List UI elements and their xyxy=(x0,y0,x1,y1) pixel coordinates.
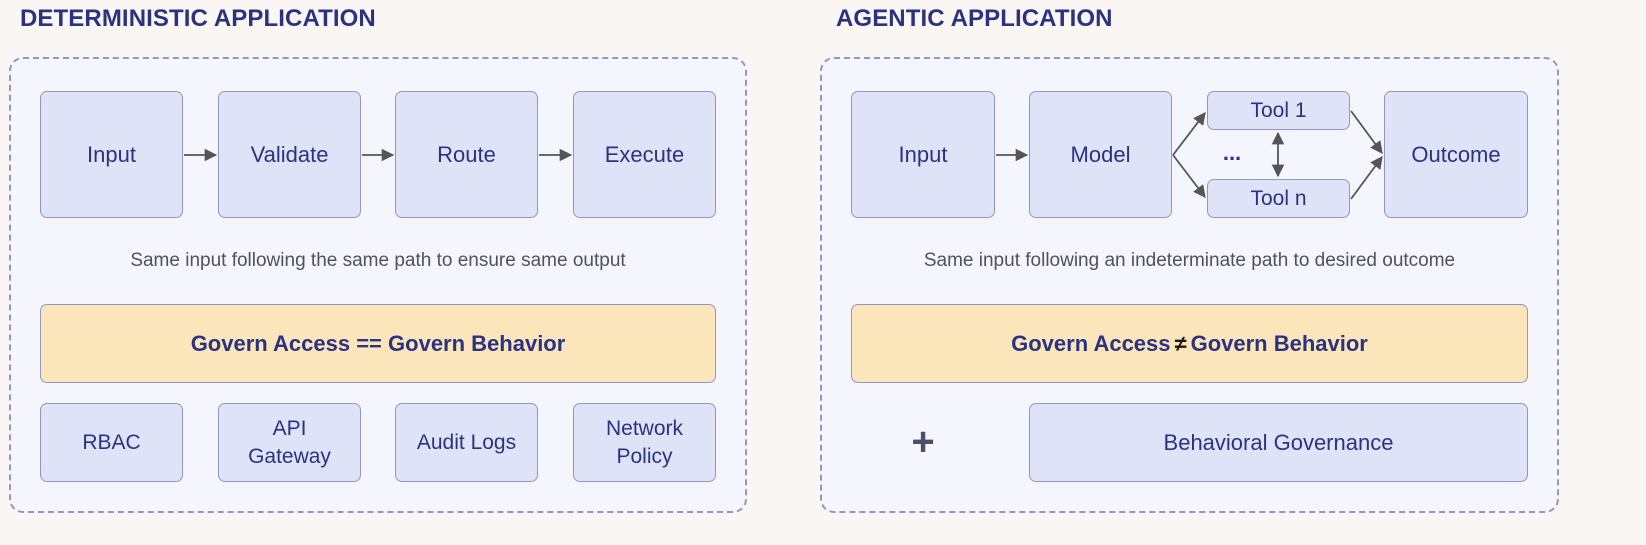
tool-n-label: Tool n xyxy=(1250,186,1307,210)
control-api-line2: Gateway xyxy=(248,444,331,468)
tool-n-box: Tool n xyxy=(1207,179,1350,218)
control-network-line2: Policy xyxy=(616,444,673,468)
flow-route-box: Route xyxy=(395,91,538,218)
control-rbac-box: RBAC xyxy=(40,403,183,482)
agent-model-box: Model xyxy=(1029,91,1172,218)
behavioral-governance-box: Behavioral Governance xyxy=(1029,403,1528,482)
flow-execute-label: Execute xyxy=(604,141,685,167)
flow-input-label: Input xyxy=(87,141,136,167)
plus-sign: + xyxy=(911,420,935,464)
agentic-heading: AGENTIC APPLICATION xyxy=(836,5,1113,32)
tool-1-box: Tool 1 xyxy=(1207,91,1350,130)
flow-route-label: Route xyxy=(437,141,496,167)
agentic-banner: Govern Access≠Govern Behavior xyxy=(851,304,1528,383)
control-api-line1: API xyxy=(272,416,307,440)
behavioral-governance-label: Behavioral Governance xyxy=(1163,429,1394,455)
agent-outcome-label: Outcome xyxy=(1411,141,1501,167)
agentic-caption: Same input following an indeterminate pa… xyxy=(923,250,1456,271)
deterministic-heading: DETERMINISTIC APPLICATION xyxy=(20,5,376,32)
deterministic-caption: Same input following the same path to en… xyxy=(130,250,626,271)
banner-access-text: Govern Access xyxy=(190,330,351,356)
tool-1-label: Tool 1 xyxy=(1250,98,1307,122)
agentic-banner-operator: ≠ xyxy=(1174,330,1187,356)
control-rbac-label: RBAC xyxy=(82,430,141,454)
agentic-banner-access-text: Govern Access xyxy=(1011,330,1171,356)
deterministic-banner: Govern Access == Govern Behavior xyxy=(40,304,716,383)
agent-input-box: Input xyxy=(851,91,995,218)
agent-model-label: Model xyxy=(1070,141,1131,167)
control-network-line1: Network xyxy=(605,416,684,440)
arrow-tool-n-to-outcome xyxy=(1350,155,1383,200)
agent-input-label: Input xyxy=(898,141,948,167)
flow-input-box: Input xyxy=(40,91,183,218)
flow-validate-box: Validate xyxy=(218,91,361,218)
control-audit-logs-box: Audit Logs xyxy=(395,403,538,482)
agentic-banner-behavior-text: Govern Behavior xyxy=(1190,330,1368,356)
arrow-model-to-tool-1 xyxy=(1172,111,1206,156)
flow-validate-label: Validate xyxy=(250,141,329,167)
agent-outcome-box: Outcome xyxy=(1384,91,1528,218)
control-audit-label: Audit Logs xyxy=(416,430,517,454)
banner-behavior-text: Govern Behavior xyxy=(388,330,566,356)
control-api-gateway-box: API Gateway xyxy=(218,403,361,482)
arrow-tool-1-to-outcome xyxy=(1350,110,1383,155)
banner-operator: == xyxy=(356,330,382,356)
arrow-model-to-tool-n xyxy=(1172,154,1206,199)
flow-execute-box: Execute xyxy=(573,91,716,218)
tools-ellipsis: ... xyxy=(1222,140,1242,165)
